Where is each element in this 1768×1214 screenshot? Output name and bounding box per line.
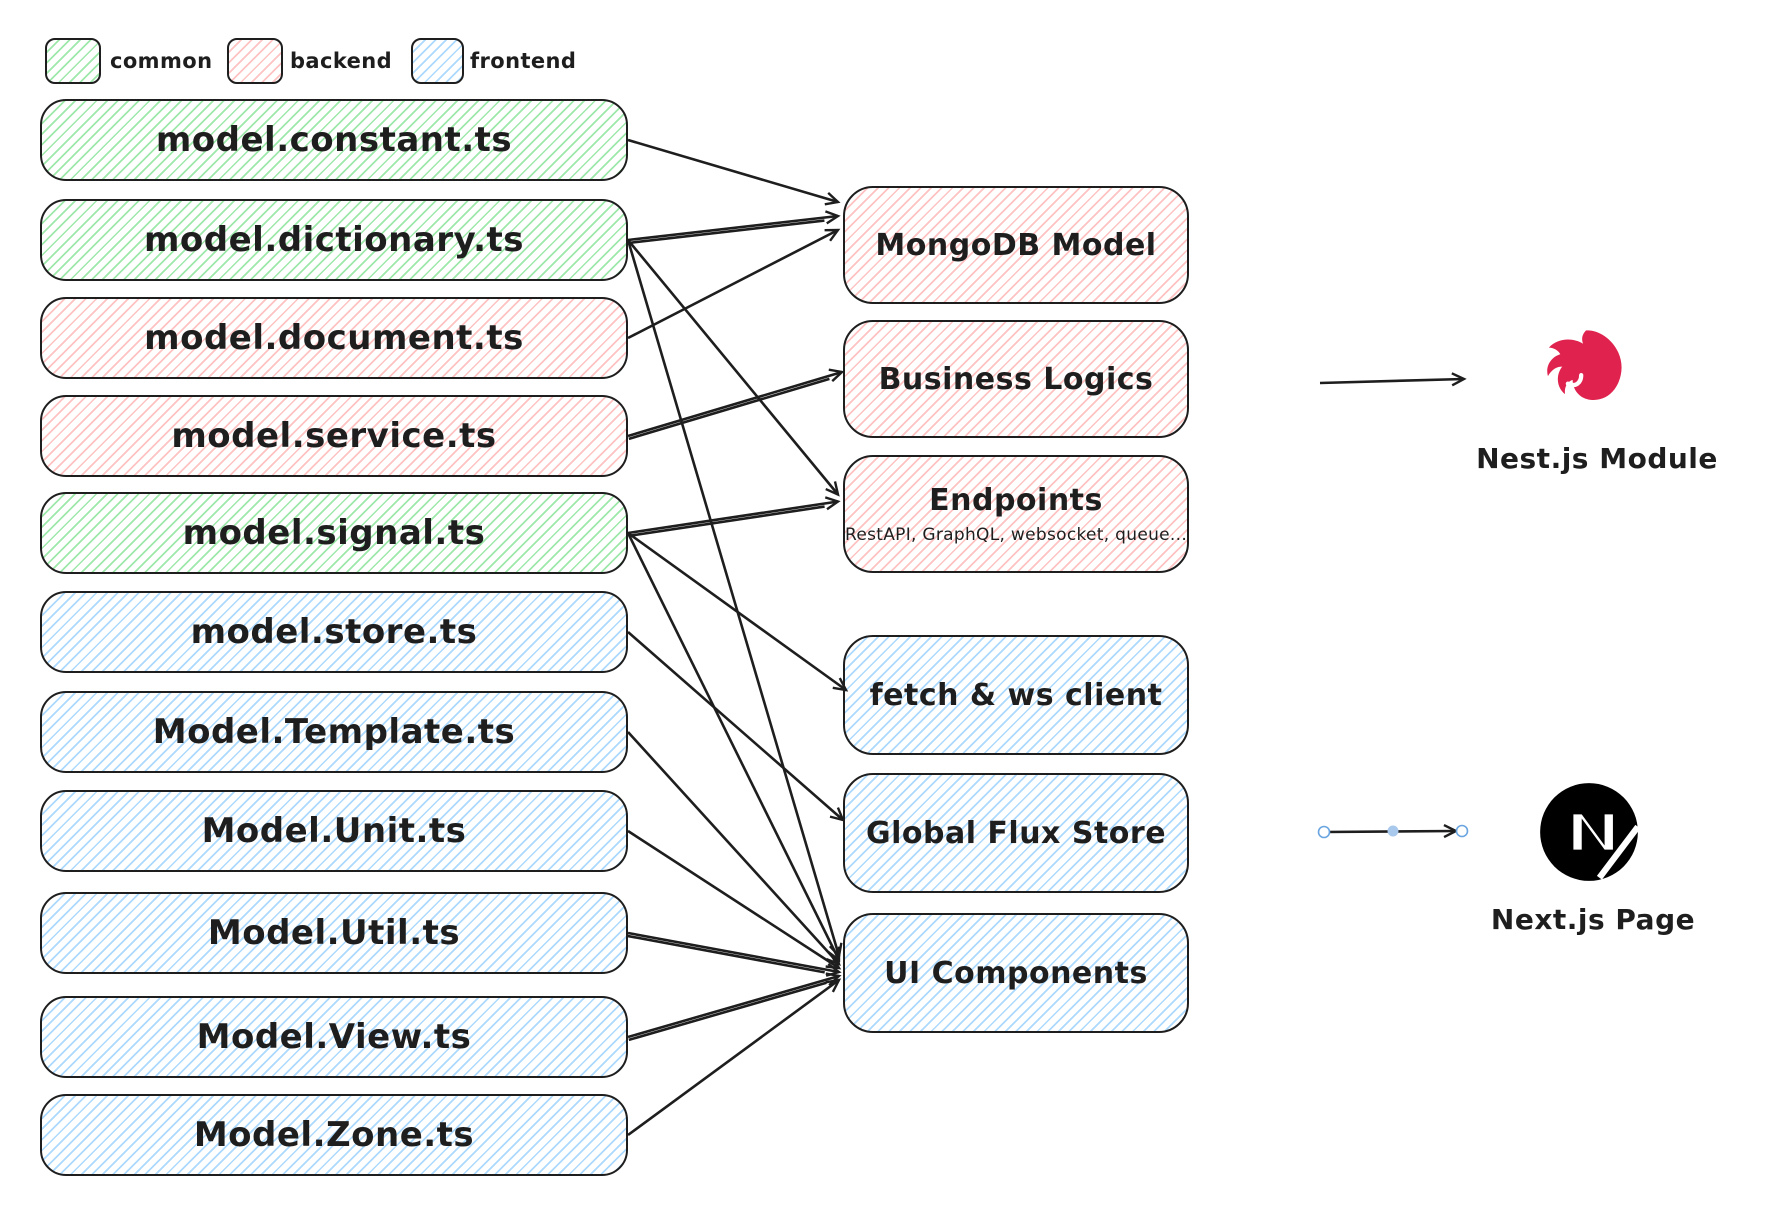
file-label-util: Model.Util.ts (207, 913, 461, 953)
file-label-template: Model.Template.ts (152, 712, 516, 752)
selection-endpoint-handle[interactable] (1317, 825, 1331, 839)
file-box-zone[interactable]: Model.Zone.ts (40, 1094, 628, 1176)
file-box-service[interactable]: model.service.ts (40, 395, 628, 477)
file-label-unit: Model.Unit.ts (201, 811, 467, 851)
file-box-store[interactable]: model.store.ts (40, 591, 628, 673)
file-label-store: model.store.ts (190, 612, 478, 652)
selection-endpoint-handle[interactable] (1455, 824, 1469, 838)
module-sublabel-endpoints: RestAPI, GraphQL, websocket, queue... (844, 525, 1188, 545)
arrow-dictionary-mongodb[interactable] (627, 210, 841, 242)
legend-swatch-frontend[interactable] (411, 38, 464, 84)
file-label-view: Model.View.ts (196, 1017, 472, 1057)
arrow-sketch-signal-endpoints[interactable] (628, 505, 825, 538)
nestjs-label: Nest.js Module (1476, 442, 1718, 475)
file-label-document: model.document.ts (144, 318, 524, 358)
arrow-view-ui[interactable] (627, 972, 842, 1039)
module-label-fetch: fetch & ws client (869, 677, 1163, 713)
module-box-business[interactable]: Business Logics (843, 320, 1189, 438)
module-box-fetch[interactable]: fetch & ws client (843, 635, 1189, 755)
legend-label-frontend: frontend (470, 49, 577, 73)
module-box-ui[interactable]: UI Components (843, 913, 1189, 1033)
arrow-sketch-util-ui[interactable] (627, 934, 825, 974)
module-label-ui: UI Components (884, 955, 1148, 991)
arrow-dictionary-endpoints[interactable] (626, 239, 840, 497)
file-label-signal: model.signal.ts (182, 513, 486, 553)
selection-midpoint-handle[interactable] (1387, 825, 1399, 837)
arrow-zone-ui[interactable] (627, 978, 842, 1137)
module-label-flux: Global Flux Store (865, 815, 1167, 851)
arrow-template-ui[interactable] (627, 731, 841, 966)
nestjs-logo-icon[interactable] (1528, 316, 1642, 444)
arrow-sketch-service-business[interactable] (628, 377, 830, 441)
file-box-dictionary[interactable]: model.dictionary.ts (40, 199, 628, 281)
file-label-service: model.service.ts (171, 416, 497, 456)
file-label-constant: model.constant.ts (155, 120, 513, 160)
arrow-dictionary-ui[interactable] (626, 239, 843, 959)
module-label-business: Business Logics (878, 361, 1154, 397)
arrow-flux-nextjs[interactable] (1324, 824, 1459, 839)
arrow-unit-ui[interactable] (627, 829, 842, 970)
arrow-store-flux[interactable] (627, 631, 846, 822)
arrow-sketch-view-ui[interactable] (628, 981, 827, 1042)
legend-label-backend: backend (290, 49, 393, 73)
nextjs-logo-icon[interactable] (1537, 780, 1641, 888)
file-box-signal[interactable]: model.signal.ts (40, 492, 628, 574)
file-box-util[interactable]: Model.Util.ts (40, 892, 628, 974)
nextjs-label: Next.js Page (1490, 903, 1696, 936)
arrow-service-business[interactable] (627, 368, 845, 438)
arrow-signal-ui[interactable] (626, 532, 841, 963)
module-label-endpoints: Endpoints (929, 483, 1103, 518)
file-box-unit[interactable]: Model.Unit.ts (40, 790, 628, 872)
arrow-signal-fetch[interactable] (627, 531, 849, 692)
arrow-signal-endpoints[interactable] (627, 496, 841, 535)
arrow-util-ui[interactable] (627, 931, 842, 977)
arrow-document-mongodb[interactable] (627, 228, 841, 340)
file-label-zone: Model.Zone.ts (193, 1115, 475, 1155)
legend-swatch-backend[interactable] (227, 38, 283, 84)
module-box-mongodb[interactable]: MongoDB Model (843, 186, 1189, 304)
module-label-mongodb: MongoDB Model (875, 227, 1157, 263)
legend-label-common: common (110, 49, 213, 73)
arrow-constant-mongodb[interactable] (627, 138, 841, 206)
file-label-dictionary: model.dictionary.ts (143, 220, 525, 260)
legend-swatch-common[interactable] (45, 38, 101, 84)
arrow-sketch-dictionary-mongodb[interactable] (628, 219, 825, 245)
module-box-flux[interactable]: Global Flux Store (843, 773, 1189, 893)
file-box-document[interactable]: model.document.ts (40, 297, 628, 379)
arrow-business-nestjs[interactable] (1319, 372, 1467, 387)
file-box-template[interactable]: Model.Template.ts (40, 691, 628, 773)
file-box-constant[interactable]: model.constant.ts (40, 99, 628, 181)
file-box-view[interactable]: Model.View.ts (40, 996, 628, 1078)
